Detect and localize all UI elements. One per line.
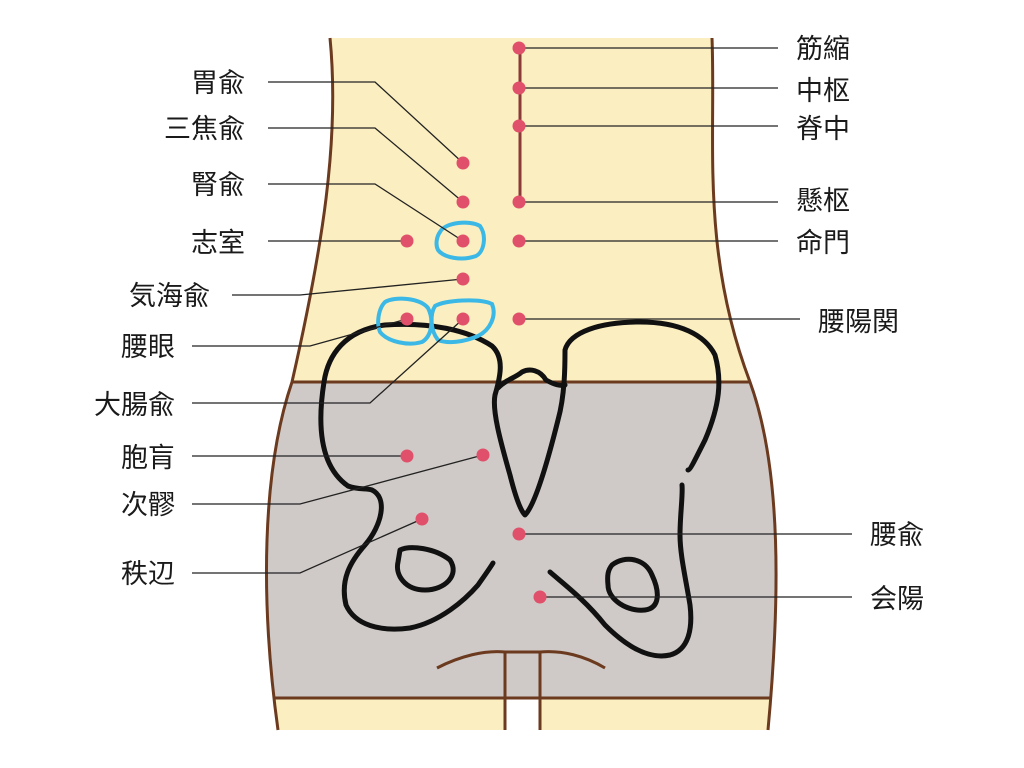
point-chusu [512, 81, 526, 95]
highlight-jinyu [434, 220, 486, 261]
point-koyokan [512, 312, 526, 326]
label-koyokan: 腰陽関 [818, 307, 899, 338]
point-kensu [512, 195, 526, 209]
label-kinshuku: 筋縮 [796, 34, 850, 65]
label-meimon: 命門 [796, 228, 850, 259]
point-yogan [400, 312, 414, 326]
thigh-right [540, 698, 772, 730]
point-chippen [415, 512, 429, 526]
label-sekichu: 脊中 [796, 114, 850, 145]
label-chusu: 中枢 [796, 76, 850, 107]
leader-ishu [268, 81, 464, 164]
point-eyo [533, 590, 547, 604]
acupoint-markers [400, 41, 547, 604]
highlight-yogan [376, 296, 434, 346]
label-ishu: 胃兪 [191, 68, 245, 99]
hip-region [266, 382, 778, 698]
leader-yogan [192, 318, 408, 347]
point-jinyu [456, 234, 470, 248]
point-sanshoyu [456, 195, 470, 209]
point-shishitsu [400, 234, 414, 248]
label-jiryo: 次髎 [121, 490, 175, 521]
label-chippen: 秩辺 [121, 559, 175, 590]
point-kikaiyu [456, 272, 470, 286]
buttock-crease-right [539, 650, 606, 670]
labels-left: 胃兪 三焦兪 腎兪 志室 気海兪 腰眼 大腸兪 胞肓 次髎 秩辺 [94, 68, 245, 590]
label-kensu: 懸枢 [796, 186, 850, 217]
buttock-crease-left [436, 650, 506, 670]
thigh-left [273, 698, 505, 730]
label-eyo: 会陽 [870, 584, 924, 615]
leader-sanshoyu [268, 127, 464, 203]
label-hoko: 胞肓 [121, 443, 175, 474]
leader-daichoyu [192, 318, 464, 404]
point-sekichu [512, 119, 526, 133]
label-koyu: 腰兪 [870, 520, 924, 551]
point-hoko [400, 449, 414, 463]
leader-chippen [192, 518, 423, 574]
labels-right: 筋縮 中枢 脊中 懸枢 命門 腰陽関 腰兪 会陽 [796, 34, 924, 615]
label-sanshoyu: 三焦兪 [164, 114, 245, 145]
point-daichoyu [456, 312, 470, 326]
highlight-loops [376, 220, 496, 346]
point-jiryo [476, 448, 490, 462]
label-shishitsu: 志室 [191, 228, 245, 259]
label-jinyu: 腎兪 [191, 170, 245, 201]
leader-jiryo [192, 454, 484, 505]
label-yogan: 腰眼 [121, 332, 175, 363]
point-meimon [512, 234, 526, 248]
leg-gap [503, 650, 542, 730]
label-kikaiyu: 気海兪 [129, 281, 210, 312]
leader-kikaiyu [232, 278, 464, 296]
point-ishu [456, 156, 470, 170]
point-koyu [512, 527, 526, 541]
highlight-daichoyu [429, 298, 496, 345]
point-kinshuku [512, 41, 526, 55]
label-daichoyu: 大腸兪 [94, 390, 175, 421]
leader-jinyu [268, 183, 464, 242]
torso-upper [292, 38, 750, 382]
leader-lines [192, 47, 852, 598]
